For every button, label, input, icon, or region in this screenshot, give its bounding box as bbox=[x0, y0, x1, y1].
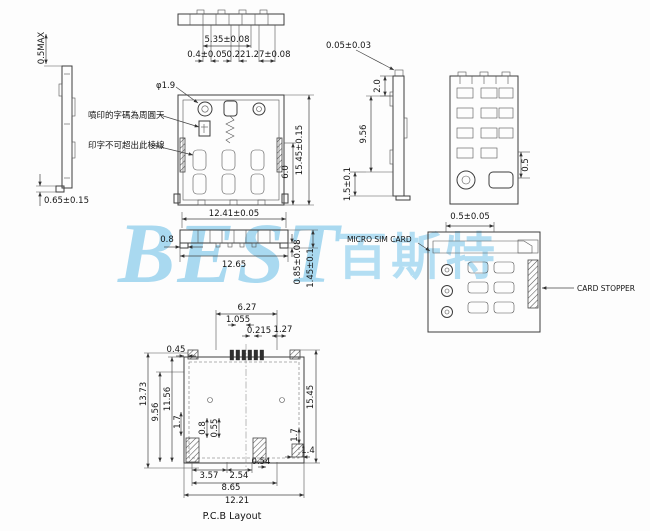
dim-pcb-len-total-pads: 13.73 bbox=[139, 382, 149, 406]
dim-card-clearance: 0.5±0.05 bbox=[450, 212, 490, 222]
dim-front-standoff: 0.85±0.08 bbox=[293, 240, 303, 285]
dim-front-lead: 0.8 bbox=[160, 235, 174, 245]
detect-spring bbox=[225, 115, 235, 144]
dim-rear-edge: 0.5 bbox=[521, 158, 531, 172]
dim-pcb-offset: 0.45 bbox=[167, 345, 186, 355]
dim-left-height-max: 0.5MAX bbox=[37, 32, 47, 65]
pcb-mount-pad bbox=[185, 437, 200, 463]
dim-pcb-len-body: 11.56 bbox=[163, 387, 173, 411]
dim-pcb-gap: 0.54 bbox=[252, 457, 271, 467]
dim-pcb-len-total: 15.45 bbox=[306, 385, 316, 409]
dim-top-pin-width: 0.22 bbox=[227, 50, 246, 60]
dim-pcb-row-pitch: 1.27 bbox=[274, 325, 293, 335]
dim-side-foot: 1.5±0.1 bbox=[343, 167, 353, 201]
sim-contact bbox=[250, 173, 265, 195]
pcb-mount-pad bbox=[252, 437, 267, 463]
pcb-pin-pad bbox=[253, 349, 258, 361]
dim-body-length: 15.45±0.15 bbox=[295, 125, 305, 175]
dim-pcb-pad-right-w: 1.4 bbox=[301, 446, 315, 456]
view-card-assembly: 0.5±0.05 MICRO SIM CARD CARD STOPPER bbox=[347, 212, 635, 333]
dim-pcb-off-b: 2.54 bbox=[230, 471, 249, 481]
locating-hole bbox=[197, 101, 213, 117]
dim-side-body: 9.56 bbox=[359, 125, 369, 144]
view-pcb-layout: 6.27 1.055 0.215 1.27 0.45 13.73 9.56 11… bbox=[139, 303, 320, 522]
dim-side-tail: 2.0 bbox=[373, 79, 383, 93]
dim-inner-length: 6.0 bbox=[281, 165, 291, 179]
dim-pcb-slot-a: 0.8 bbox=[198, 421, 208, 435]
micro-sim-card-outline bbox=[432, 240, 533, 254]
dim-pcb-width-total: 12.21 bbox=[225, 496, 249, 506]
label-micro-sim-card: MICRO SIM CARD bbox=[347, 235, 412, 244]
view-rear: 0.5 bbox=[449, 71, 531, 205]
note-print-code: 噴印的字碼為周圓天 bbox=[88, 110, 165, 121]
view-side-profile-right: 0.05±0.03 2.0 9.56 1.5±0.1 bbox=[326, 41, 411, 201]
dim-pcb-span: 6.27 bbox=[238, 303, 257, 313]
dim-left-foot: 0.65±0.15 bbox=[44, 196, 89, 206]
pcb-pin-pad bbox=[247, 349, 252, 361]
sim-contact bbox=[250, 149, 265, 171]
dim-top-row-pitch: 1.27±0.08 bbox=[246, 50, 291, 60]
sim-contact bbox=[221, 149, 236, 171]
dim-pcb-slot-b: 0.55 bbox=[210, 419, 220, 438]
label-pcb-layout: P.C.B Layout bbox=[203, 511, 262, 522]
note-print-limit: 印字不可超出此棱線 bbox=[88, 140, 165, 151]
pcb-pin-pad bbox=[235, 349, 240, 361]
pcb-mount-pad bbox=[289, 349, 301, 360]
view-top-edge: 5.35±0.08 0.4±0.05 0.22 1.27±0.08 bbox=[177, 9, 291, 63]
dim-pcb-pitch: 1.055 bbox=[226, 315, 250, 325]
mount-foot bbox=[55, 185, 65, 193]
dim-pcb-pad-left-h: 1.7 bbox=[173, 415, 183, 429]
sim-contact bbox=[192, 173, 207, 195]
dim-pcb-span-inner: 8.65 bbox=[222, 483, 241, 493]
pcb-mount-pad bbox=[187, 349, 199, 360]
view-top-main: φ1.9 噴印的字碼為周圓天 印字不可超出此棱線 15.45±0.15 6.0 bbox=[88, 81, 314, 206]
dim-front-width: 12.41±0.05 bbox=[209, 209, 259, 219]
sim-contact bbox=[221, 173, 236, 195]
dim-front-height: 1.45±0.1 bbox=[306, 248, 316, 288]
pcb-pin-pad bbox=[259, 349, 264, 361]
view-side-profile-left: 0.5MAX 0.65±0.15 bbox=[36, 32, 89, 206]
dim-top-width: 5.35±0.08 bbox=[205, 35, 250, 45]
label-card-stopper: CARD STOPPER bbox=[577, 284, 635, 293]
card-stopper-feature bbox=[527, 259, 539, 309]
pcb-pin-pad bbox=[241, 349, 246, 361]
dim-front-outer-width: 12.65 bbox=[222, 260, 246, 270]
view-front: 12.41±0.05 0.8 12.65 0.85±0.08 1.45±0.1 bbox=[160, 209, 318, 288]
dim-top-pin-pitch: 0.4±0.05 bbox=[187, 50, 227, 60]
dim-pcb-len-inner: 9.56 bbox=[151, 403, 161, 422]
dim-side-flat: 0.05±0.03 bbox=[326, 41, 371, 51]
dim-pcb-pad-right-h: 1.7 bbox=[290, 428, 300, 442]
sim-contact bbox=[192, 149, 207, 171]
dim-pcb-pad-width: 0.215 bbox=[247, 326, 271, 336]
pcb-mount-pad bbox=[291, 443, 304, 458]
dim-hole-dia: φ1.9 bbox=[156, 81, 175, 91]
dim-pcb-off-a: 3.57 bbox=[200, 471, 219, 481]
pcb-pin-pad bbox=[229, 349, 234, 361]
